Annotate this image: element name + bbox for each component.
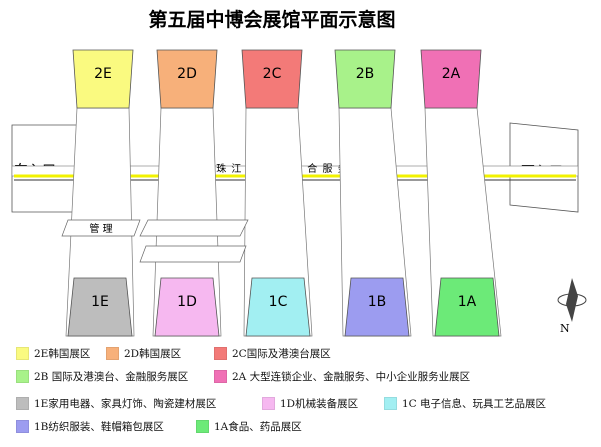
legend-item-1b: 1B纺织服装、鞋帽箱包展区 xyxy=(16,419,164,433)
legend-label: 1A食品、药品展区 xyxy=(214,420,302,433)
hall-1d[interactable]: 1D xyxy=(154,277,220,337)
legend-item-2e: 2E韩国展区 xyxy=(16,346,90,360)
hall-2b[interactable]: 2B xyxy=(334,49,396,109)
hall-block xyxy=(156,49,218,109)
hall-1c[interactable]: 1C xyxy=(245,277,311,337)
hall-1a[interactable]: 1A xyxy=(434,277,500,337)
hall-label: 1B xyxy=(368,294,387,310)
hall-block xyxy=(241,49,303,109)
hall-label: 2E xyxy=(94,66,112,82)
management-label: 管 理 xyxy=(89,222,112,235)
legend-item-2c: 2C国际及港澳台展区 xyxy=(214,346,331,360)
legend-item-2a: 2A 大型连锁企业、金融服务、中小企业服务业展区 xyxy=(214,369,470,383)
hall-block xyxy=(344,277,410,337)
hall-block xyxy=(420,49,482,109)
legend-swatch xyxy=(16,419,29,433)
legend-item-1e: 1E家用电器、家具灯饰、陶瓷建材展区 xyxy=(16,396,216,410)
compass-north-label: N xyxy=(560,322,570,335)
hall-block xyxy=(245,277,311,337)
legend-label: 2C国际及港澳台展区 xyxy=(232,347,331,360)
hall-1b[interactable]: 1B xyxy=(344,277,410,337)
hall-label: 1D xyxy=(177,294,197,310)
hall-2e[interactable]: 2E xyxy=(72,49,134,109)
hall-label: 2D xyxy=(177,66,197,82)
compass-needle-icon xyxy=(566,278,578,322)
hall-label: 1E xyxy=(91,294,109,310)
management-annex-lower xyxy=(139,245,247,263)
hall-block xyxy=(72,49,134,109)
legend-label: 1C 电子信息、玩具工艺品展区 xyxy=(402,397,547,410)
legend-item-2b: 2B 国际及港澳台、金融服务展区 xyxy=(16,369,188,383)
hall-block xyxy=(67,277,133,337)
legend-item-1a: 1A食品、药品展区 xyxy=(196,419,302,433)
hall-block xyxy=(334,49,396,109)
legend-item-2d: 2D韩国展区 xyxy=(106,346,181,360)
hall-2a[interactable]: 2A xyxy=(420,49,482,109)
legend-label: 1D机械装备展区 xyxy=(280,397,359,410)
legend-item-1d: 1D机械装备展区 xyxy=(262,396,358,410)
compass: N xyxy=(557,278,587,335)
legend-swatch xyxy=(214,369,227,383)
legend-swatch xyxy=(262,396,275,410)
legend-label: 2B 国际及港澳台、金融服务展区 xyxy=(34,370,189,383)
management-annex xyxy=(139,219,249,237)
hall-label: 2C xyxy=(263,66,282,82)
hall-2d[interactable]: 2D xyxy=(156,49,218,109)
hall-label: 2A xyxy=(442,66,461,82)
legend-item-1c: 1C 电子信息、玩具工艺品展区 xyxy=(384,396,546,410)
hall-2c[interactable]: 2C xyxy=(241,49,303,109)
hall-label: 1C xyxy=(269,294,288,310)
upper-halls: 2E 2D 2C 2B 2A xyxy=(72,49,482,109)
hall-1e[interactable]: 1E xyxy=(67,277,133,337)
legend-swatch xyxy=(196,419,209,433)
legend-label: 1B纺织服装、鞋帽箱包展区 xyxy=(34,420,164,433)
legend-swatch xyxy=(16,396,29,410)
legend-swatch xyxy=(384,396,397,410)
legend-label: 2D韩国展区 xyxy=(124,347,182,360)
legend-swatch xyxy=(16,369,29,383)
page-title: 第五届中博会展馆平面示意图 xyxy=(148,8,395,31)
lower-halls: 1E 1D 1C 1B 1A xyxy=(67,277,500,337)
legend-swatch xyxy=(16,346,29,360)
hall-block xyxy=(434,277,500,337)
legend-label: 2E韩国展区 xyxy=(34,347,91,360)
legend-label: 1E家用电器、家具灯饰、陶瓷建材展区 xyxy=(34,397,217,410)
hall-label: 2B xyxy=(356,66,375,82)
legend-swatch xyxy=(106,346,119,360)
hall-label: 1A xyxy=(458,294,477,310)
management-area xyxy=(61,219,141,237)
legend-label: 2A 大型连锁企业、金融服务、中小企业服务业展区 xyxy=(232,370,471,383)
legend-swatch xyxy=(214,346,227,360)
hall-block xyxy=(154,277,220,337)
